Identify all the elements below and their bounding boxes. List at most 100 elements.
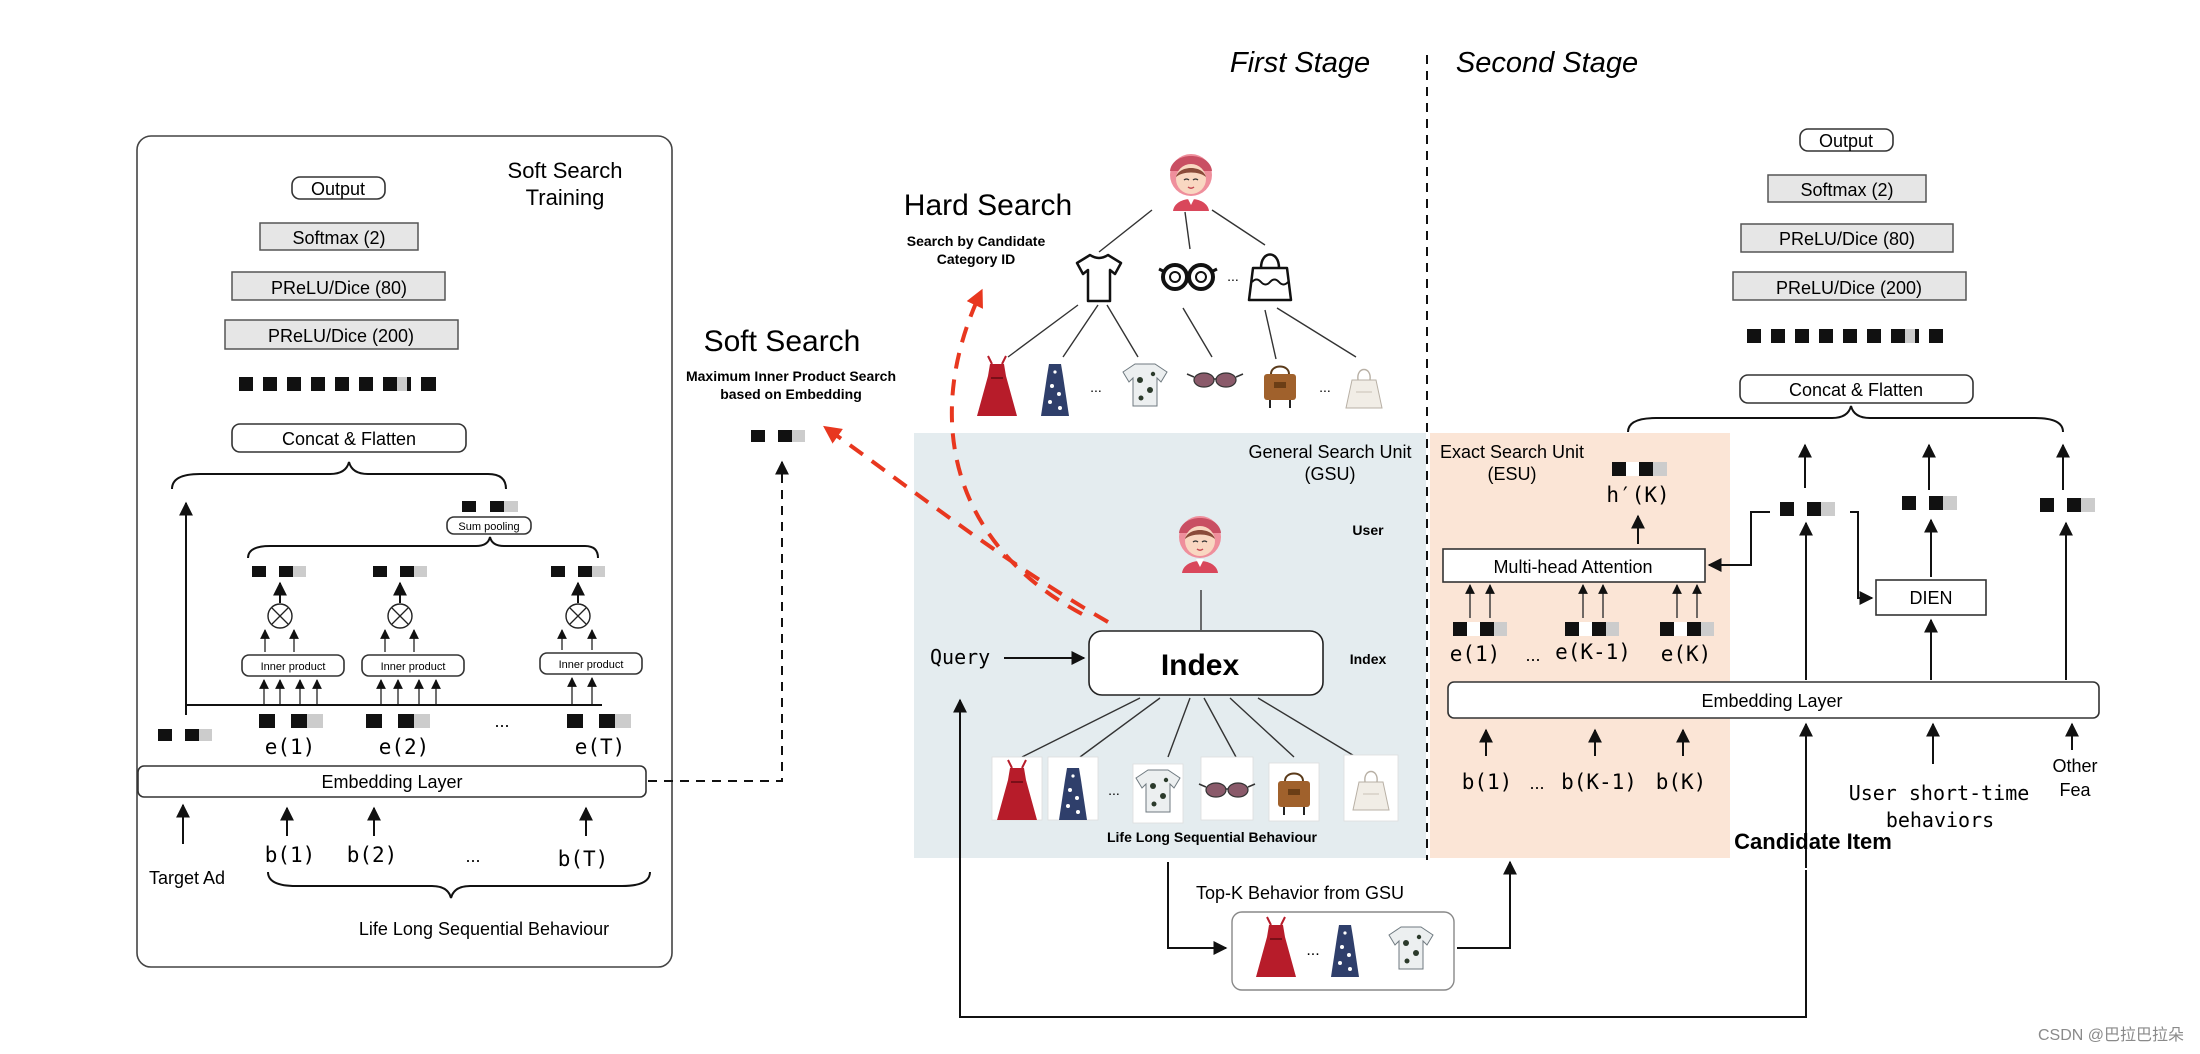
softmax-label: Softmax (2) (292, 228, 385, 248)
esu-title-line2: (ESU) (1488, 464, 1537, 484)
concat-flatten-box (231, 423, 467, 453)
flattened-vector (239, 377, 436, 391)
sum-pooling-label: Sum pooling (458, 521, 519, 533)
softmax-box (259, 222, 419, 251)
target-ad-label: Target Ad (149, 868, 225, 888)
handbag-item-icon (1263, 365, 1297, 409)
query-label: Query (930, 645, 990, 669)
second-stage-network: Output Softmax (2) PReLU/Dice (80) PReLU… (1447, 128, 2100, 868)
second-concat-label: Concat & Flatten (1789, 380, 1923, 400)
esu-b-ellipsis: ... (1529, 773, 1544, 793)
b2-label: b(2) (347, 843, 398, 867)
e2-label: e(2) (379, 735, 430, 759)
second-concat-brace (1627, 405, 2064, 433)
embedding-layer-box (137, 765, 647, 798)
e-vectors (259, 714, 631, 728)
gsu-title-line1: General Search Unit (1248, 442, 1411, 462)
multihead-attention-label: Multi-head Attention (1493, 557, 1652, 577)
category-tree-lines (1007, 209, 1357, 360)
inner-product-block-2: Inner product (361, 566, 465, 705)
output-label: Output (311, 179, 365, 199)
esu-bK-label: b(K) (1656, 770, 1707, 794)
b-ellipsis: ... (465, 846, 480, 866)
pooling-brace (247, 536, 599, 559)
item-ellipsis-1: ... (1090, 379, 1102, 395)
second-output-box (1799, 128, 1894, 152)
glasses-category-icon (1157, 263, 1219, 291)
soft-search-red-arrow (823, 425, 1109, 624)
item-ellipsis-2: ... (1319, 379, 1331, 395)
hard-search-title: Hard Search (904, 189, 1072, 222)
candidate-item-vector (1780, 502, 1835, 516)
gsu-behaviour-label: Life Long Sequential Behaviour (1107, 829, 1318, 845)
red-dress-item-icon (976, 355, 1018, 417)
inner-product-label-2: Inner product (381, 661, 446, 673)
gsu-user-label: User (1352, 522, 1384, 538)
ellipsis: ... (494, 711, 509, 731)
sum-pooling-box (446, 516, 532, 535)
soft-search-sub1: Maximum Inner Product Search (686, 368, 896, 384)
esu-e1-label: e(1) (1450, 642, 1501, 666)
navy-dress-item-icon (1041, 364, 1069, 416)
sunglasses-item-icon (1186, 372, 1244, 388)
hard-search-sub1: Search by Candidate (907, 233, 1046, 249)
target-ad-vector (158, 729, 212, 741)
panel-title-line1: Soft Search (508, 158, 623, 183)
soft-search-sub2: based on Embedding (720, 386, 862, 402)
esu-e-ellipsis: ... (1525, 645, 1540, 665)
esu-title-line1: Exact Search Unit (1440, 442, 1584, 462)
second-concat-box (1739, 374, 1974, 404)
esu-background (1430, 433, 1730, 858)
other-fea-label-2: Fea (2059, 780, 2091, 800)
candidate-item-label: Candidate Item (1734, 829, 1892, 854)
prelu200-box (224, 319, 459, 350)
inner-product-label-1: Inner product (261, 661, 326, 673)
hard-search-sub2: Category ID (937, 251, 1016, 267)
hard-search-section: Hard Search Search by Candidate Category… (904, 153, 1383, 417)
second-stage-title: Second Stage (1456, 47, 1638, 79)
watermark: CSDN @巴拉巴拉朵 (2038, 1026, 2184, 1044)
other-fea-vector (2040, 498, 2095, 512)
gsu-index-side-label: Index (1350, 651, 1387, 667)
soft-search-link (648, 460, 789, 782)
short-time-vector (1902, 496, 1957, 510)
topk-label: Top-K Behavior from GSU (1196, 883, 1404, 903)
concat-flatten-label: Concat & Flatten (282, 429, 416, 449)
esu-bK1-label: b(K-1) (1561, 770, 1637, 794)
topk-ellipsis: ... (1306, 942, 1319, 959)
other-fea-label-1: Other (2052, 756, 2097, 776)
short-time-label-2: behaviors (1886, 808, 1994, 832)
esu-eK-label: e(K) (1661, 642, 1712, 666)
print-shirt-item-icon (1122, 363, 1168, 407)
bucket-bag-item-icon (1345, 368, 1383, 409)
hk-vector (1612, 462, 1667, 476)
index-fanout-lines (1021, 697, 1357, 758)
second-embedding-box (1447, 681, 2100, 719)
concat-brace (171, 461, 507, 490)
topk-section: Top-K Behavior from GSU ... (953, 698, 1807, 1018)
output-box (291, 176, 386, 200)
gsu-title-line2: (GSU) (1305, 464, 1356, 484)
soft-search-title: Soft Search (704, 325, 861, 358)
bT-label: b(T) (558, 847, 609, 871)
stage-header: First Stage Second Stage (1230, 47, 1638, 860)
soft-search-section: Soft Search Maximum Inner Product Search… (686, 325, 896, 442)
second-prelu80-box (1740, 223, 1954, 253)
esu-eK1-label: e(K-1) (1555, 640, 1631, 664)
multihead-attention-box (1442, 548, 1706, 583)
second-prelu80-label: PReLU/Dice (80) (1779, 229, 1915, 249)
inner-product-block-3: Inner product (539, 566, 643, 705)
prelu200-label: PReLU/Dice (200) (268, 326, 414, 346)
prelu80-label: PReLU/Dice (80) (271, 278, 407, 298)
hk-label: h′(K) (1606, 483, 1669, 507)
lifelong-behaviour-items: ... (991, 754, 1399, 824)
behaviour-brace (267, 871, 651, 899)
e1-label: e(1) (265, 735, 316, 759)
dien-box (1875, 579, 1987, 616)
second-output-label: Output (1819, 131, 1873, 151)
prelu80-box (231, 271, 446, 301)
short-time-label-1: User short-time (1849, 781, 2030, 805)
tshirt-category-icon (1075, 253, 1123, 303)
index-box-label: Index (1161, 649, 1240, 682)
